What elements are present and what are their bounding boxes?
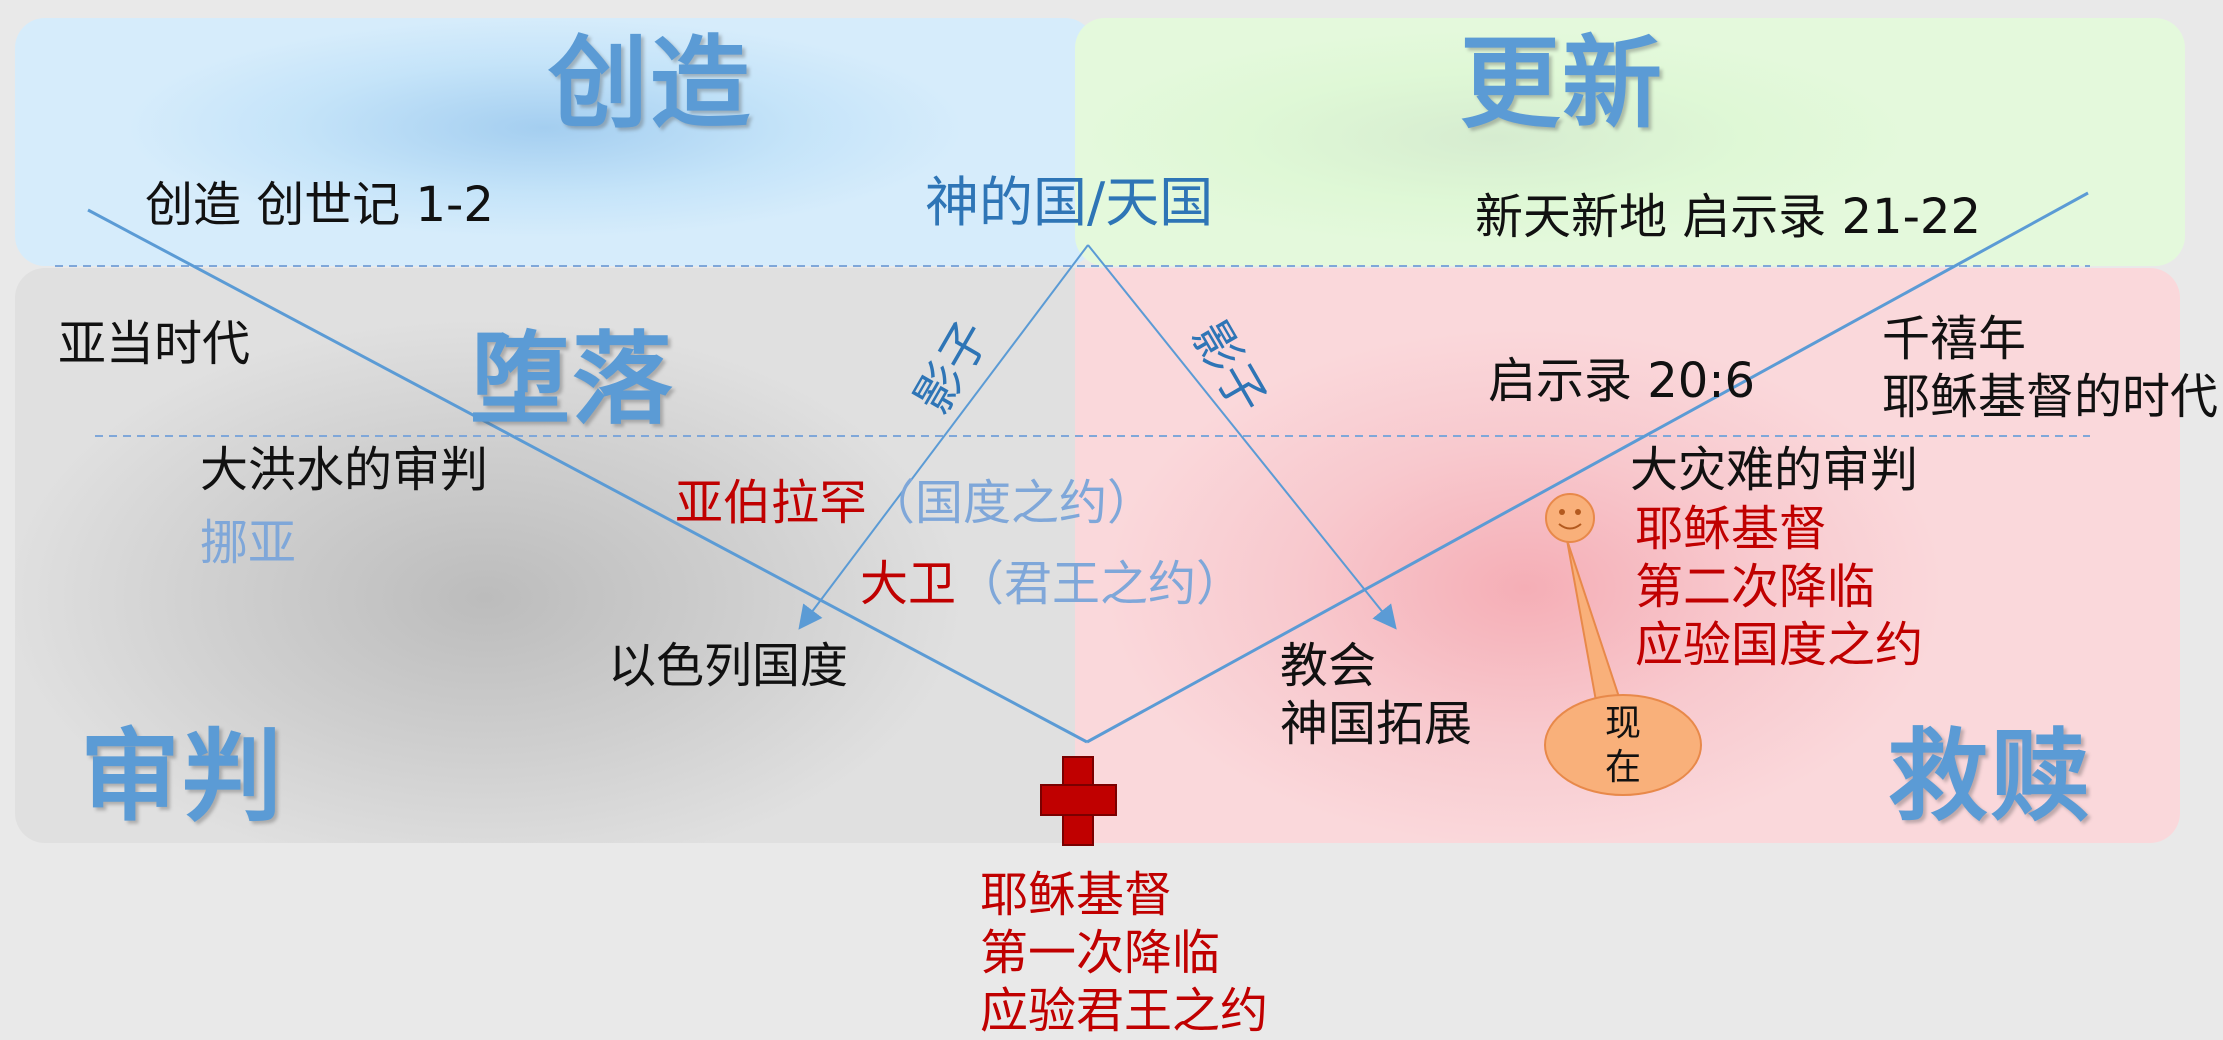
- label-second-coming: 耶稣基督 第二次降临 应验国度之约: [1635, 500, 1923, 674]
- renewal-zone: [1075, 18, 2185, 266]
- label-now: 现 在: [1605, 702, 1641, 790]
- title-renew: 更新: [1460, 25, 1664, 142]
- label-david-covenant: （君王之约）: [956, 556, 1245, 612]
- speech-bubble-icon: [1544, 694, 1702, 796]
- label-rev20: 启示录 20:6: [1488, 353, 1756, 409]
- label-noah: 挪亚: [200, 515, 297, 571]
- label-new-heaven: 新天新地 启示录 21-22: [1475, 189, 1981, 245]
- label-david: 大卫（君王之约）: [860, 555, 1244, 613]
- v-line-right: [1086, 191, 2089, 744]
- v-line-left: [87, 208, 1088, 744]
- label-second-line3: 应验国度之约: [1635, 617, 1924, 673]
- label-second-line1: 耶稣基督: [1635, 501, 1828, 557]
- speech-bubble-tail: [1566, 539, 1624, 714]
- label-millennium-line1: 千禧年: [1882, 311, 2027, 367]
- label-flood: 大洪水的审判: [200, 442, 489, 498]
- label-adam: 亚当时代: [58, 316, 251, 372]
- label-church-line2: 神国拓展: [1280, 696, 1473, 752]
- label-millennium-line2: 耶稣基督的时代: [1882, 369, 2219, 425]
- title-redeem: 救赎: [1888, 718, 2092, 835]
- label-creation: 创造 创世记 1-2: [145, 177, 494, 233]
- label-tribulation: 大灾难的审判: [1630, 442, 1919, 498]
- label-now-line2: 在: [1605, 747, 1642, 788]
- label-millennium: 千禧年 耶稣基督的时代: [1882, 310, 2218, 426]
- title-judgment: 审判: [80, 718, 284, 835]
- label-abraham: 亚伯拉罕（国度之约）: [675, 474, 1155, 532]
- label-abraham-covenant: （国度之约）: [867, 475, 1156, 531]
- label-first-line1: 耶稣基督: [980, 867, 1173, 923]
- label-second-line2: 第二次降临: [1635, 559, 1876, 615]
- smiley-icon: [1545, 493, 1595, 543]
- label-israel: 以色列国度: [608, 638, 849, 694]
- title-create: 创造: [548, 25, 752, 142]
- shadow-arrow-left: [798, 244, 1089, 630]
- label-abraham-name: 亚伯拉罕: [675, 475, 868, 531]
- fall-zone: [15, 268, 1095, 843]
- label-david-name: 大卫: [860, 556, 957, 612]
- label-now-line1: 现: [1605, 703, 1642, 744]
- label-church-line1: 教会: [1280, 638, 1377, 694]
- title-fall: 堕落: [470, 321, 674, 438]
- cross-icon: [1040, 756, 1117, 846]
- label-church: 教会 神国拓展: [1280, 637, 1472, 753]
- label-first-line2: 第一次降临: [980, 925, 1221, 981]
- label-kingdom: 神的国/天国: [925, 171, 1214, 234]
- label-first-line3: 应验君王之约: [980, 983, 1269, 1039]
- creation-zone: [15, 18, 1095, 266]
- label-first-coming: 耶稣基督 第一次降临 应验君王之约: [980, 866, 1268, 1040]
- shadow-arrow-right: [1087, 244, 1397, 630]
